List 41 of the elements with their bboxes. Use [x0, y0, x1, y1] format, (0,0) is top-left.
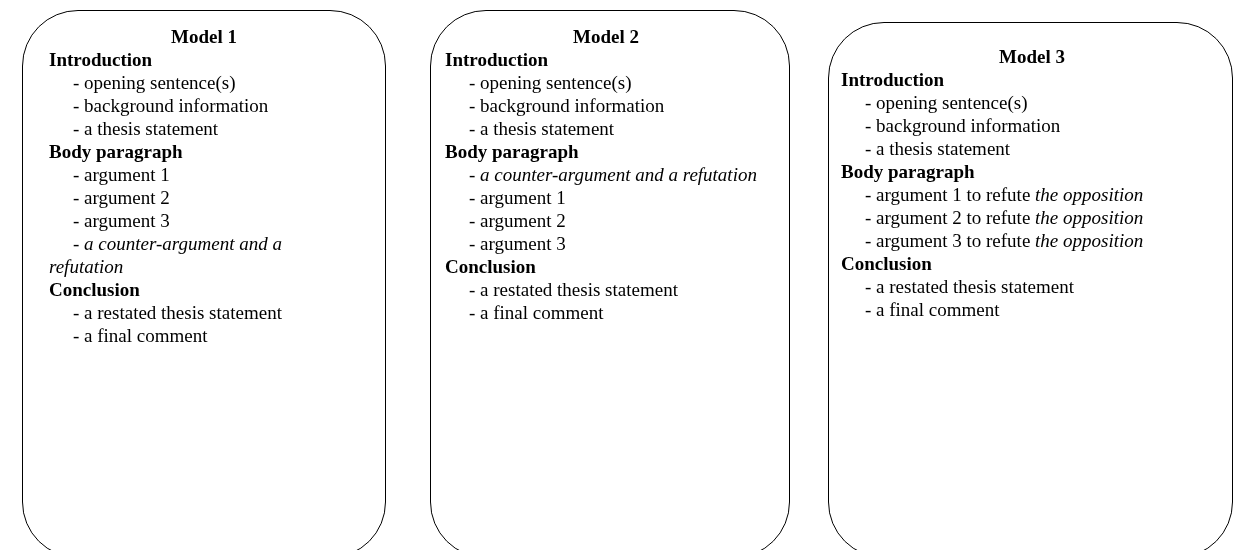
list-item: - argument 3 [468, 232, 567, 255]
list-item: - argument 2 [468, 209, 567, 232]
section-heading: Body paragraph [841, 160, 976, 183]
model-title: Model 3 [998, 45, 1066, 68]
section-heading: Introduction [49, 48, 154, 71]
list-item: - argument 1 [468, 186, 567, 209]
list-item: - background information [468, 94, 666, 117]
list-item: - a restated thesis statement [468, 278, 679, 301]
list-item: - opening sentence(s) [864, 91, 1029, 114]
section-heading: Conclusion [841, 252, 933, 275]
list-item: - argument 2 [72, 186, 171, 209]
list-item: - a restated thesis statement [864, 275, 1075, 298]
list-item: - a thesis statement [864, 137, 1012, 160]
rounded-box [22, 10, 386, 550]
list-item: - background information [72, 94, 270, 117]
list-item: - argument 3 [72, 209, 171, 232]
model-title: Model 1 [170, 25, 238, 48]
list-item: - argument 1 [72, 163, 171, 186]
list-item: -a counter-argument and a refutation [49, 232, 283, 278]
list-item: - a restated thesis statement [72, 301, 283, 324]
rounded-box [430, 10, 790, 550]
section-heading: Introduction [841, 68, 946, 91]
list-item: - a final comment [72, 324, 209, 347]
list-item: - a final comment [864, 298, 1001, 321]
list-item: - opening sentence(s) [468, 71, 633, 94]
section-heading: Body paragraph [445, 140, 580, 163]
list-item: - argument 1 to refute the opposition [864, 183, 1145, 206]
section-heading: Conclusion [445, 255, 537, 278]
list-item: - a final comment [468, 301, 605, 324]
list-item: - opening sentence(s) [72, 71, 237, 94]
section-heading: Conclusion [49, 278, 141, 301]
list-item: - argument 2 to refute the opposition [864, 206, 1145, 229]
list-item: - a thesis statement [468, 117, 616, 140]
list-item: - background information [864, 114, 1062, 137]
list-item: -a counter-argument and a refutation [468, 163, 758, 186]
section-heading: Introduction [445, 48, 550, 71]
section-heading: Body paragraph [49, 140, 184, 163]
list-item: - a thesis statement [72, 117, 220, 140]
list-item: - argument 3 to refute the opposition [864, 229, 1145, 252]
model-title: Model 2 [572, 25, 640, 48]
rounded-box [828, 22, 1233, 550]
